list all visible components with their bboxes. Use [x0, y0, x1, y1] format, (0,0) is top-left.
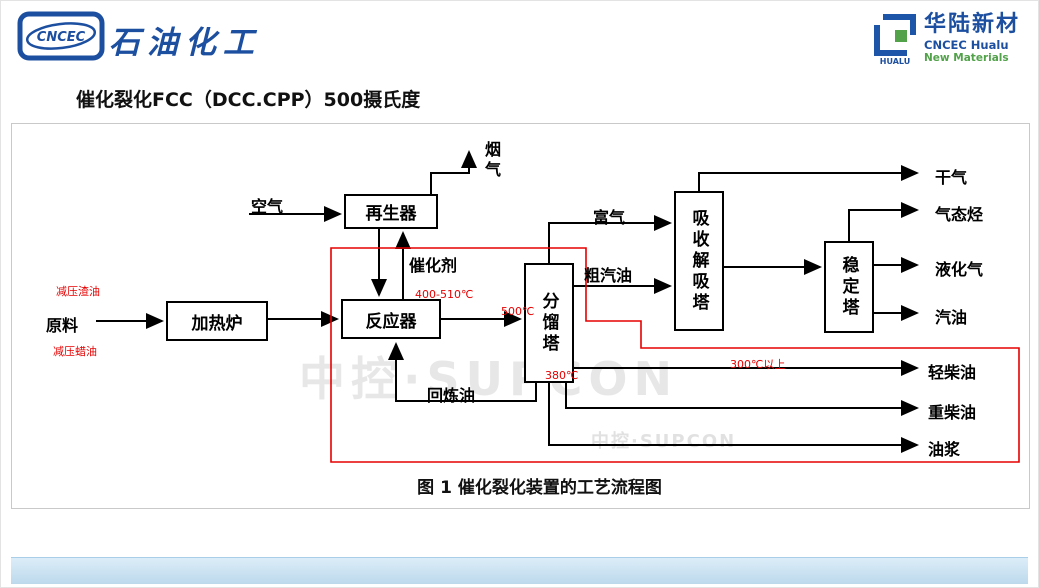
- label-feed: 原料: [46, 316, 79, 335]
- cncec-logo-icon: CNCEC: [17, 11, 105, 61]
- unit-regenerator: 再生器: [344, 194, 438, 229]
- hualu-brand-sub: New Materials: [924, 52, 1009, 65]
- label-oil-slurry: 油浆: [928, 440, 961, 459]
- unit-stabilizer: 稳定塔: [824, 241, 874, 333]
- label-rich-gas: 富气: [593, 208, 626, 227]
- unit-absorber: 吸收解吸塔: [674, 191, 724, 331]
- page-title: 催化裂化FCC（DCC.CPP）500摄氏度: [76, 89, 421, 111]
- cncec-logo-text: CNCEC: [37, 30, 86, 45]
- label-crude-gasoline: 粗汽油: [584, 266, 633, 285]
- cncec-logo-frame: [17, 11, 105, 61]
- unit-reactor: 反应器: [341, 299, 441, 339]
- hualu-logo: HUALU 华陆新材 CNCEC Hualu New Materials: [873, 13, 1020, 67]
- unit-furnace: 加热炉: [166, 301, 268, 341]
- hualu-icon-text: HUALU: [880, 57, 910, 66]
- figure-caption: 图 1 催化裂化装置的工艺流程图: [417, 478, 662, 498]
- note-diesel-temp: 300℃以上: [730, 358, 786, 371]
- label-recycle-oil: 回炼油: [427, 386, 476, 405]
- note-transfer-temp: 500℃: [501, 305, 535, 318]
- cncec-logo-orbit: [25, 22, 97, 50]
- watermark-small: 中控·SUPCON: [591, 431, 737, 452]
- label-air: 空气: [251, 197, 284, 216]
- label-lpg: 液化气: [935, 260, 984, 279]
- label-dry-gas: 干气: [935, 168, 968, 187]
- hualu-icon-bracket-bottom: [874, 25, 907, 56]
- brand-petrochemical: 石油化工: [109, 25, 261, 61]
- hualu-brand-name: 华陆新材: [924, 12, 1021, 37]
- note-vacuum-residue: 减压渣油: [56, 285, 100, 298]
- label-heavy-diesel: 重柴油: [928, 403, 977, 422]
- watermark: 中控·SUPCON: [299, 352, 679, 406]
- note-reactor-temp: 400-510℃: [415, 288, 474, 301]
- label-catalyst: 催化剂: [409, 256, 458, 275]
- hualu-icon-green-square: [895, 30, 907, 42]
- note-fractionator-bottom-temp: 380℃: [545, 369, 579, 382]
- hualu-brand-en: CNCEC Hualu: [924, 38, 1009, 53]
- hualu-icon-bracket-top: [883, 14, 916, 35]
- hualu-logo-icon: HUALU: [874, 14, 916, 66]
- label-gasoline: 汽油: [935, 308, 968, 327]
- hualu-brand-block: 华陆新材 CNCEC Hualu New Materials: [924, 13, 1020, 64]
- footer-strip: [11, 557, 1028, 584]
- label-flue-gas: 烟气: [482, 141, 501, 181]
- note-vacuum-wax: 减压蜡油: [53, 345, 97, 358]
- label-light-diesel: 轻柴油: [928, 363, 977, 382]
- unit-fractionator: 分馏塔: [524, 263, 574, 383]
- label-gaseous-hc: 气态烃: [935, 205, 984, 224]
